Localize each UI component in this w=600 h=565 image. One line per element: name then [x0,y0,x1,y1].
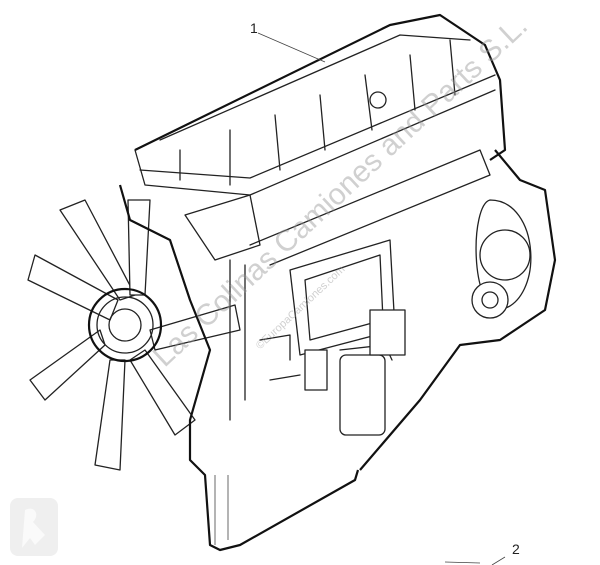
valve-cover [134,13,507,196]
pump [471,281,509,319]
pulley [87,287,163,363]
callout-2: 2 [512,541,520,557]
callout-leader-2 [444,556,506,565]
callout-1: 1 [250,20,258,36]
fan [27,199,241,471]
fuel-filter [339,354,386,436]
europacamiones-logo-icon [10,498,58,556]
callout-leader-1 [257,32,326,63]
engine-block [118,149,557,552]
